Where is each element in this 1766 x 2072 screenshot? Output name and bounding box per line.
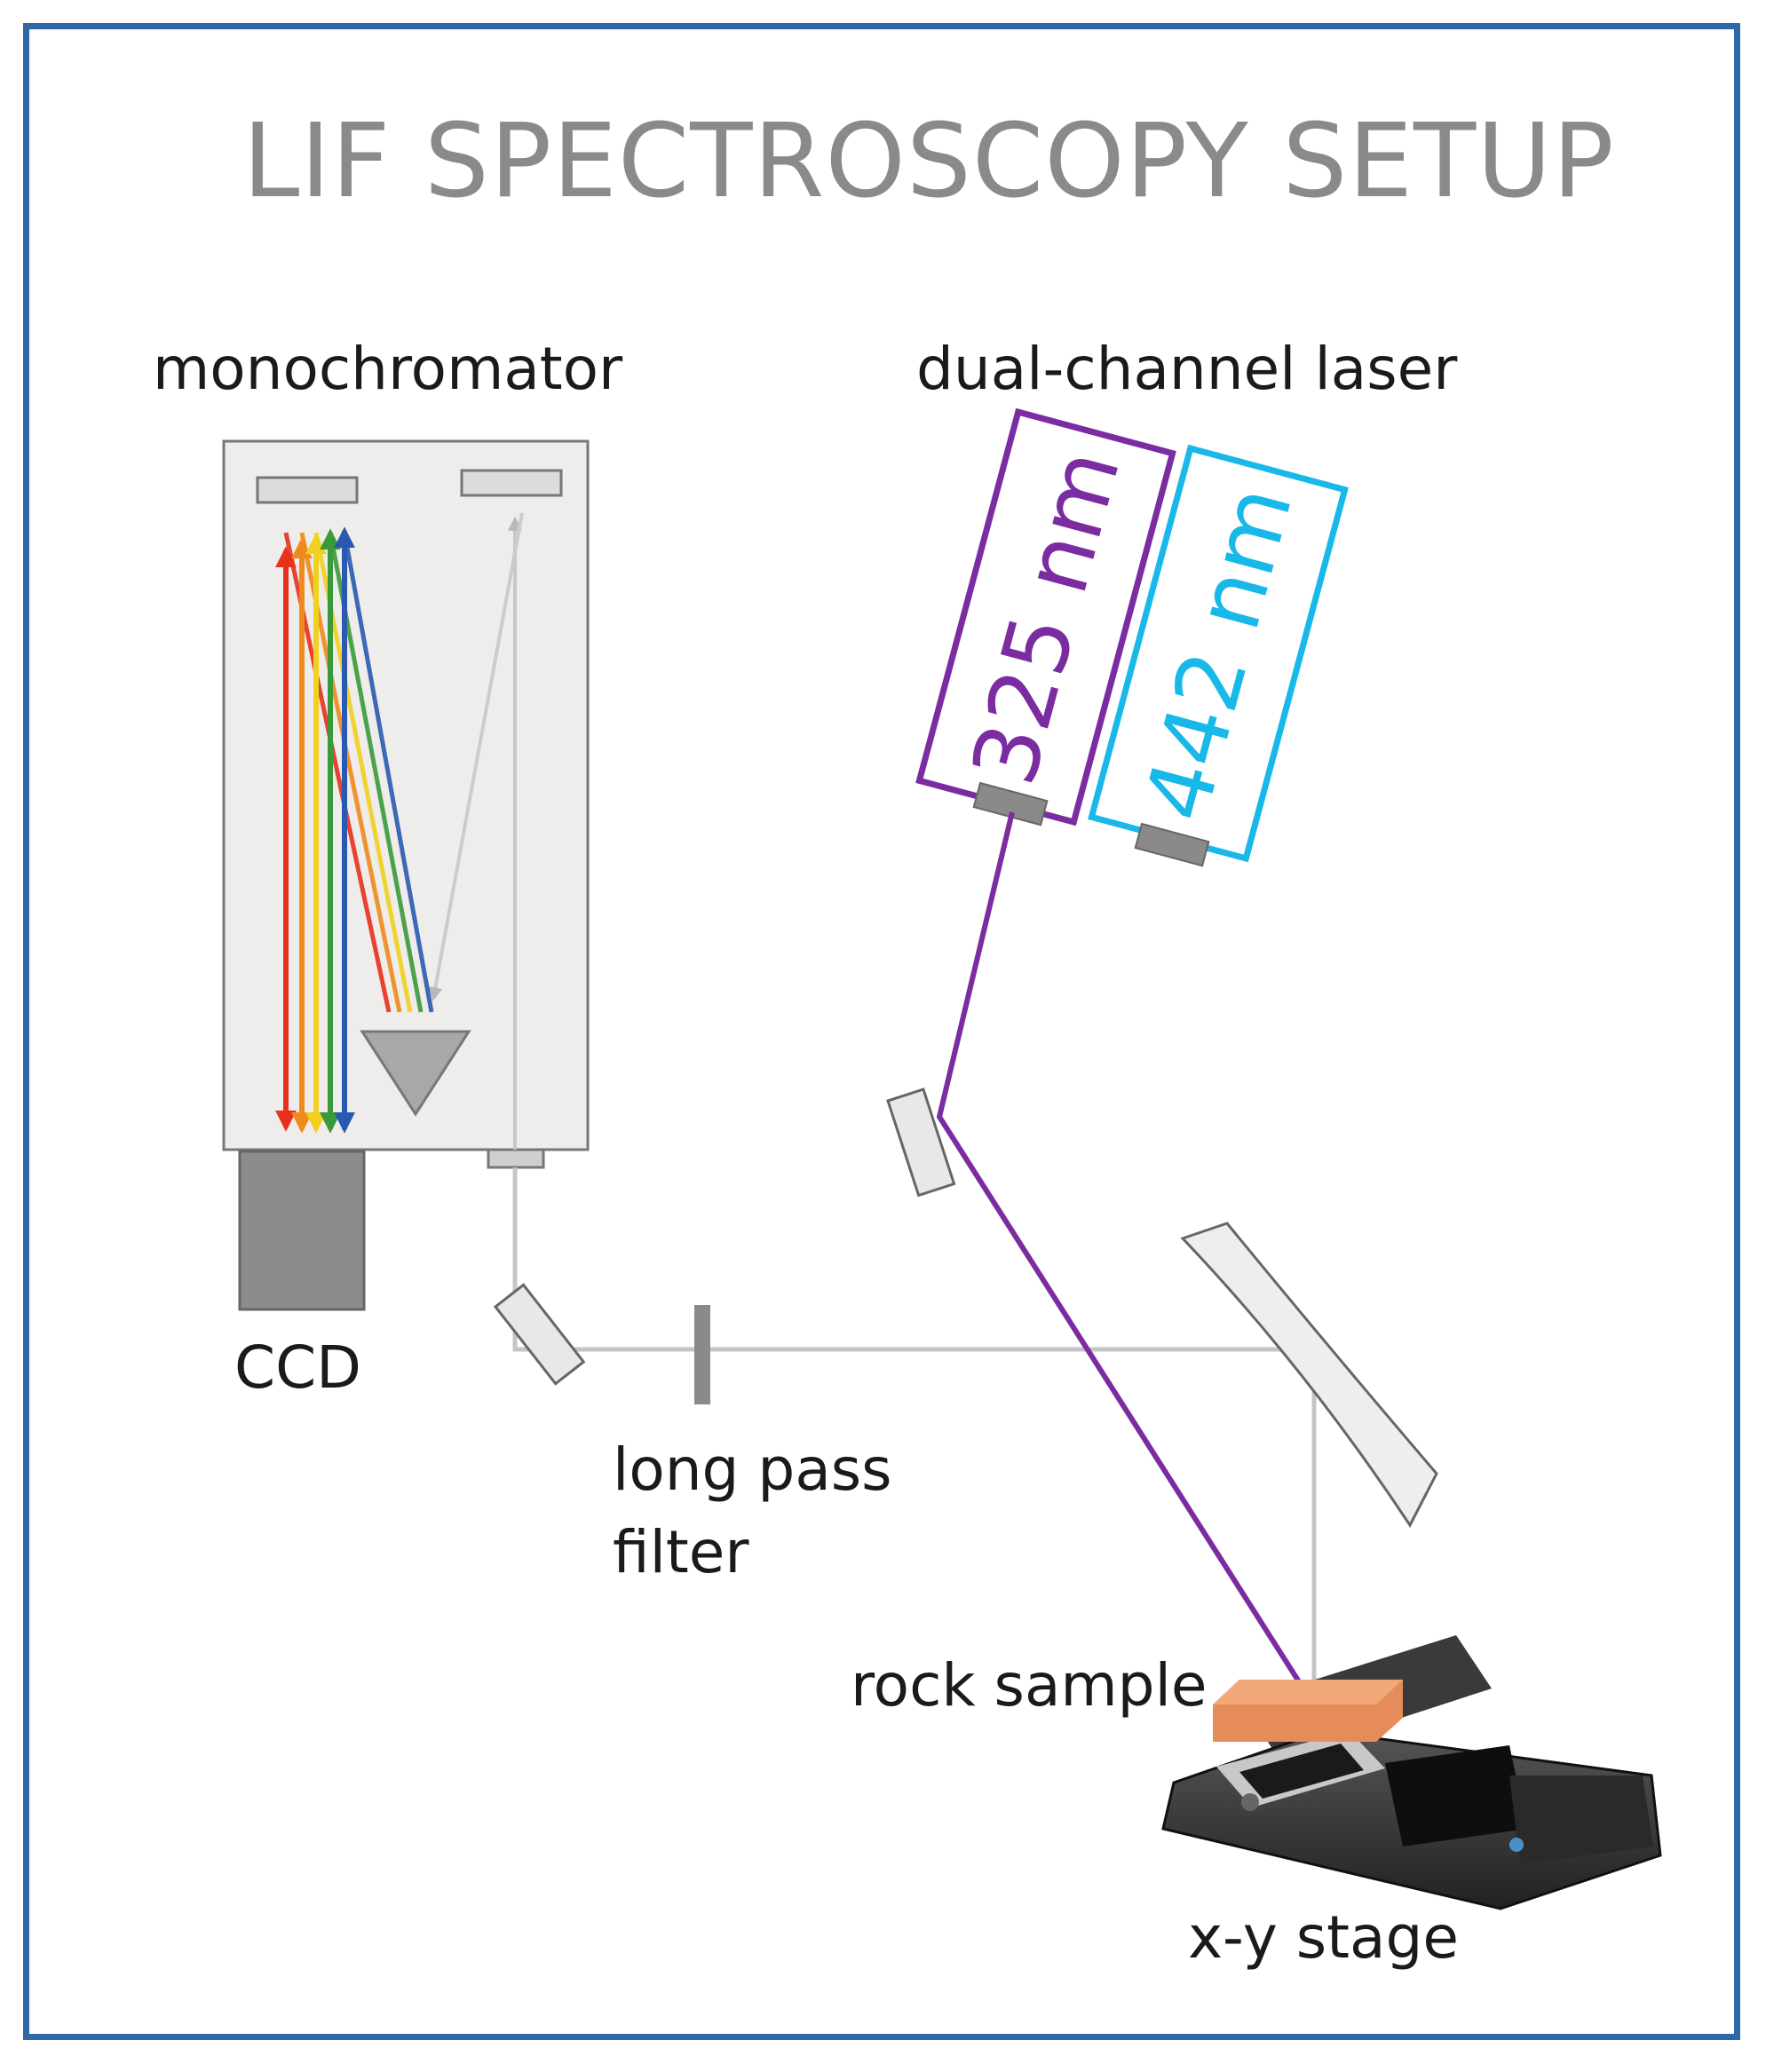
ccd-detector <box>238 1150 366 1311</box>
xy-stage <box>1161 1635 1662 1910</box>
laser-label: dual-channel laser <box>916 335 1458 403</box>
monochromator-label: monochromator <box>153 335 623 403</box>
rock-sample-label: rock sample <box>851 1651 1208 1720</box>
mono-mirror-right <box>460 469 563 497</box>
laser-aperture-325 <box>972 781 1049 826</box>
monochromator <box>222 439 590 1169</box>
collection-beam <box>512 1167 1317 1718</box>
rock-sample <box>1213 1680 1403 1742</box>
prism <box>360 1030 471 1117</box>
xy-stage-label: x-y stage <box>1188 1903 1459 1972</box>
curved-mirror <box>1180 1222 1438 1528</box>
long-pass-filter <box>694 1305 710 1404</box>
ccd-label: CCD <box>234 1333 361 1402</box>
fold-mirror-lower <box>493 1283 586 1386</box>
filter-label-line2: filter <box>613 1518 749 1586</box>
laser-aperture-442 <box>1134 822 1210 867</box>
excitation-beam <box>936 811 1315 1704</box>
entrance-slit <box>487 1148 545 1169</box>
fold-mirror-upper <box>886 1087 956 1198</box>
mono-mirror-left <box>256 476 359 504</box>
filter-label-line1: long pass <box>613 1435 892 1504</box>
figure-title: LIF SPECTROSCOPY SETUP <box>242 102 1615 221</box>
